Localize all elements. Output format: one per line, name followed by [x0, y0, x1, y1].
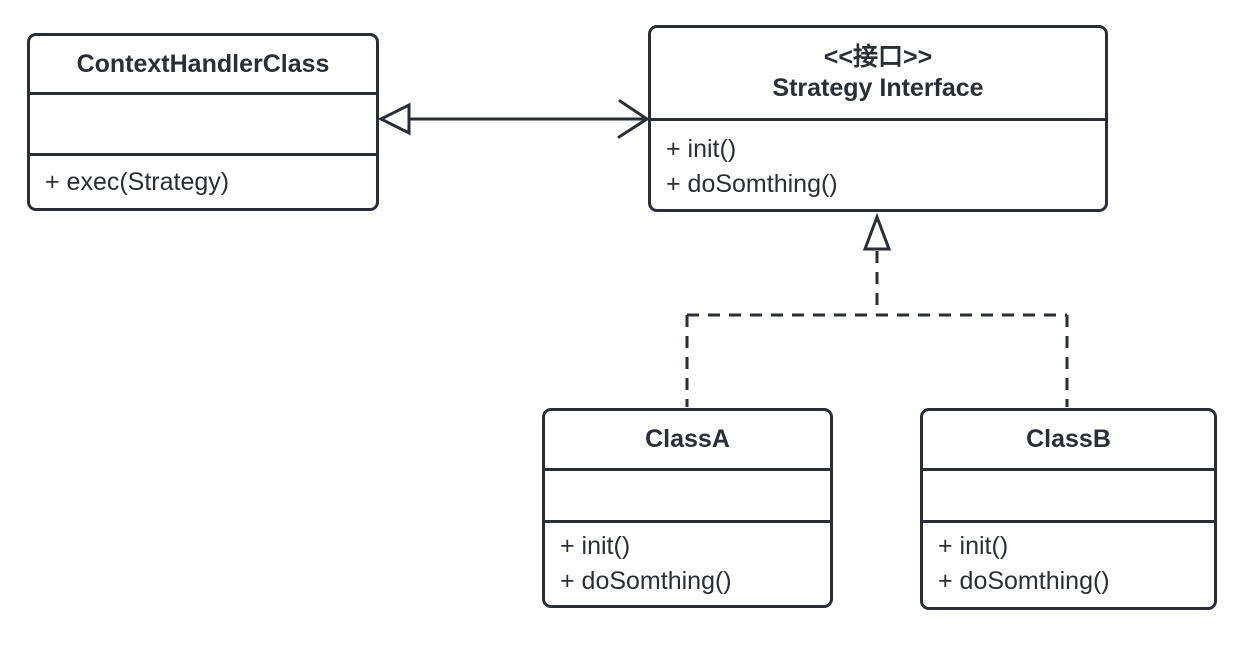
- method-item: + init(): [666, 135, 737, 163]
- class-title: ClassB: [1026, 425, 1111, 453]
- method-item: + doSomthing(): [560, 567, 732, 595]
- attributes-compartment: [923, 468, 1214, 520]
- attributes-compartment: [30, 92, 376, 153]
- class-box-context-handler: ContextHandlerClass + exec(Strategy): [27, 33, 379, 211]
- class-stereotype: <<接口>>: [823, 43, 933, 71]
- open-arrowhead-right-icon: [617, 99, 650, 139]
- class-title: ClassA: [645, 425, 730, 453]
- methods-compartment: + exec(Strategy): [30, 153, 376, 208]
- class-box-class-a: ClassA + init() + doSomthing(): [542, 408, 833, 608]
- method-item: + init(): [938, 532, 1009, 560]
- methods-compartment: + init() + doSomthing(): [923, 520, 1214, 607]
- attributes-compartment: [545, 468, 830, 520]
- class-title: Strategy Interface: [772, 74, 984, 102]
- realization-triangle-arrowhead-icon: [862, 212, 892, 251]
- class-title: ContextHandlerClass: [76, 49, 330, 78]
- method-item: + exec(Strategy): [45, 167, 230, 196]
- method-item: + doSomthing(): [666, 170, 838, 198]
- hollow-triangle-arrowhead-left-icon: [377, 102, 411, 136]
- methods-compartment: + init() + doSomthing(): [545, 520, 830, 605]
- methods-compartment: + init() + doSomthing(): [651, 118, 1105, 209]
- method-item: + init(): [560, 532, 631, 560]
- class-box-class-b: ClassB + init() + doSomthing(): [920, 408, 1217, 610]
- method-item: + doSomthing(): [938, 567, 1110, 595]
- class-box-strategy-interface: <<接口>> Strategy Interface + init() + doS…: [648, 25, 1108, 212]
